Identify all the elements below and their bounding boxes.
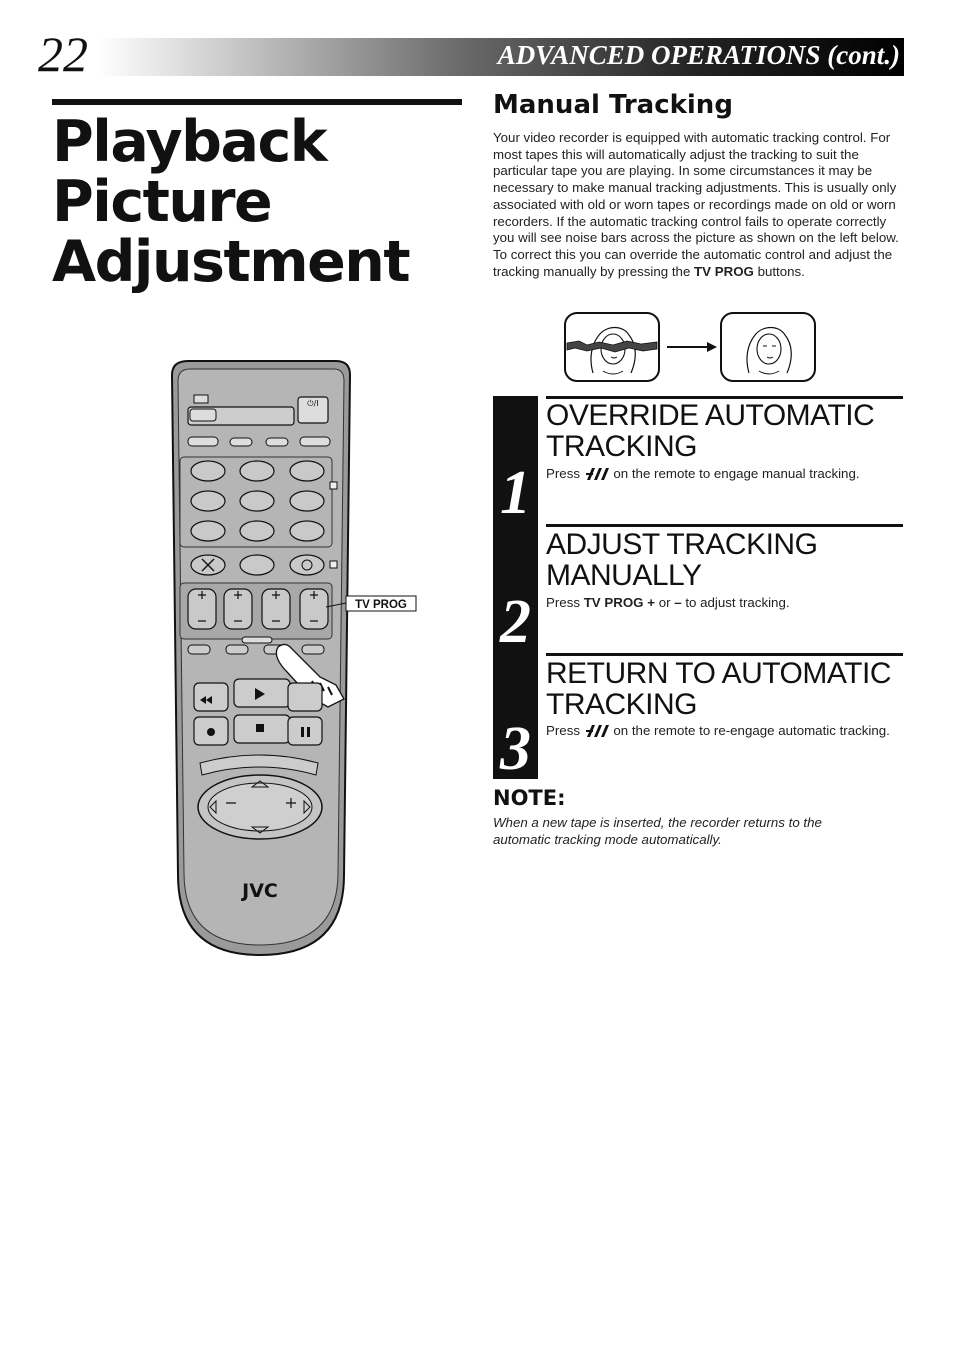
tv-prog-callout-label: TV PROG <box>355 599 407 611</box>
step-3-text: Press on the remote to re-engage automat… <box>546 723 901 740</box>
step-3-number: 3 <box>500 715 531 783</box>
page-number: 22 <box>38 26 88 82</box>
note-text: When a new tape is inserted, the recorde… <box>493 815 822 847</box>
step-1-heading: OVERRIDE AUTOMATIC TRACKING <box>546 399 875 463</box>
step-2-text-mid: or <box>655 595 675 610</box>
note-heading: NOTE: <box>493 786 566 810</box>
step-2-heading: ADJUST TRACKING MANUALLY <box>546 528 818 592</box>
tracking-icon <box>585 725 609 737</box>
step-2-text-before: Press <box>546 595 584 610</box>
intro-key-tv-prog: TV PROG <box>694 263 754 279</box>
step-1-bar <box>493 396 538 525</box>
remote-control-illustration: ⏻/I TV PROG <box>170 360 417 957</box>
step-1-text: Press on the remote to engage manual tra… <box>546 466 901 483</box>
intro-end: buttons. <box>753 263 805 279</box>
intro-text: Your video recorder is equipped with aut… <box>493 130 899 279</box>
power-button[interactable] <box>297 396 329 424</box>
tv-noisy-picture <box>564 312 660 382</box>
manual-tracking-intro: Your video recorder is equipped with aut… <box>493 130 903 280</box>
step-1-rule <box>546 396 903 399</box>
step-3-text-after: on the remote to re-engage automatic tra… <box>609 723 890 738</box>
page-title: Playback Picture Adjustment <box>52 109 411 295</box>
tv-clear-picture <box>720 312 816 382</box>
tracking-noise-illustration <box>564 312 816 382</box>
tv-prog-callout: TV PROG <box>325 595 417 612</box>
tracking-icon <box>585 468 609 480</box>
step-2-bar <box>493 525 538 654</box>
manual-tracking-heading: Manual Tracking <box>493 90 733 120</box>
step-2-number: 2 <box>500 588 531 656</box>
tv-prog-minus-button[interactable] <box>261 588 291 630</box>
step-3-bar <box>493 654 538 779</box>
arrow-right-icon <box>667 342 717 352</box>
step-2-rule <box>546 524 903 527</box>
step-1-text-after: on the remote to engage manual tracking. <box>609 466 860 481</box>
step-2-key-tv-prog-plus: TV PROG + <box>583 595 655 610</box>
step-3-heading: RETURN TO AUTOMATIC TRACKING <box>546 657 891 721</box>
step-2-text: Press TV PROG + or – to adjust tracking. <box>546 595 901 612</box>
power-label: ⏻/I <box>307 399 318 408</box>
step-3-text-before: Press <box>546 723 584 738</box>
title-rule <box>52 99 462 105</box>
step-2-key-minus: – <box>674 595 682 610</box>
remote-brand-logo: JVC <box>240 880 278 902</box>
step-3-rule <box>546 653 903 656</box>
section-header-band: ADVANCED OPERATIONS (cont.) <box>98 38 904 76</box>
step-2-text-after: to adjust tracking. <box>681 595 790 610</box>
section-header-text: ADVANCED OPERATIONS (cont.) <box>497 40 900 70</box>
tv-prog-plus-button[interactable] <box>299 588 329 630</box>
step-1-text-before: Press <box>546 466 584 481</box>
step-1-number: 1 <box>500 459 531 527</box>
